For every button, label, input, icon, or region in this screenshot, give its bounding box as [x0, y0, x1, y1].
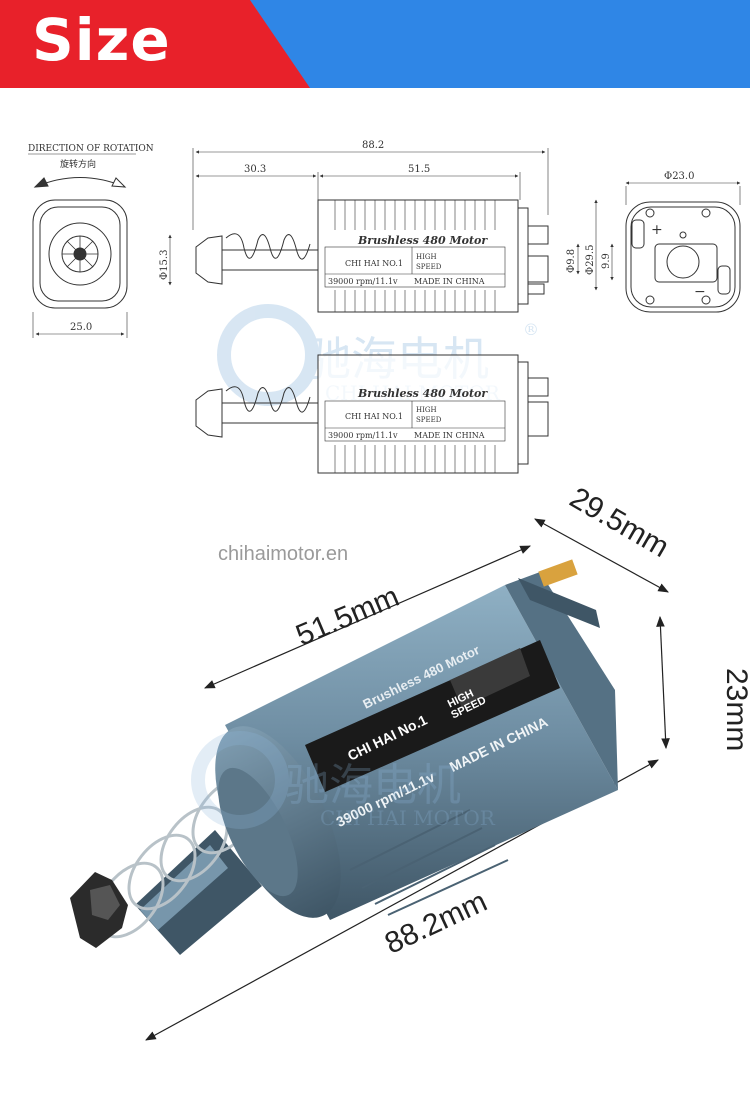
rotation-label: DIRECTION OF ROTATION [28, 144, 154, 154]
pinion-dia-dim: Φ9.8 [566, 249, 577, 273]
side-label-brand-top: Brushless 480 Motor [357, 234, 488, 247]
side-label-speed-bottom-1: HIGH [416, 406, 437, 414]
shaft-length-dim: 30.3 [244, 164, 266, 175]
photo-watermark-en: CHI HAI MOTOR [320, 806, 496, 830]
side-pinion-icon [195, 235, 223, 285]
overall-length-dim: 88.2 [362, 140, 384, 151]
photo-terminal-icon [538, 559, 578, 587]
side-body-top [317, 199, 519, 313]
photo-watermark: 驰海电机 CHI HAI MOTOR [191, 731, 496, 830]
side-label-speed-top-1: HIGH [416, 253, 437, 261]
rear-dia-dim: Φ23.0 [664, 171, 694, 182]
side-label-speed-bottom-2: SPEED [416, 416, 442, 424]
dim-arrow-height [656, 615, 670, 750]
side-label-origin-top: MADE IN CHINA [414, 277, 485, 286]
side-label-model-top: CHI HAI NO.1 [345, 259, 403, 268]
banner-title: Size [32, 6, 171, 74]
watermark-reg: ® [523, 320, 539, 339]
motor-photo: chihaimotor.en 51.5mm 29.5mm 23mm 88.2mm [70, 481, 750, 1041]
photo-pinion-icon [70, 872, 128, 948]
rear-plus-icon: + [651, 222, 663, 238]
side-label-brand-bottom: Brushless 480 Motor [357, 387, 488, 400]
side-label-speed-top-2: SPEED [416, 263, 442, 271]
dim-height-label: 23mm [720, 668, 750, 751]
side-body-bottom [317, 354, 519, 474]
side-label-model-bottom: CHI HAI NO.1 [345, 412, 403, 421]
front-view: DIRECTION OF ROTATION 旋转方向 25.0 [28, 144, 154, 338]
body-length-dim: 51.5 [408, 164, 430, 175]
banner-blue-panel [250, 0, 750, 88]
side-label-rpm-bottom: 39000 rpm/11.1v [328, 431, 398, 440]
photo-watermark-cn: 驰海电机 [285, 760, 461, 811]
dim-arrow-dia [534, 518, 669, 593]
dim-body-label: 51.5mm [291, 580, 404, 653]
shaft-dia-dim: Φ15.3 [159, 250, 170, 280]
dim-total-label: 88.2mm [380, 885, 492, 961]
front-housing-outline [32, 199, 128, 309]
side-pinion-2-icon [195, 388, 223, 438]
side-view-top: Brushless 480 Motor CHI HAI NO.1 HIGH SP… [195, 199, 549, 313]
photo-motor-body: Brushless 480 Motor CHI HAI No.1 HIGH SP… [215, 559, 618, 920]
rear-minus-icon: − [694, 284, 706, 300]
body-dia-dim: Φ29.5 [585, 245, 596, 275]
front-width-dim: 25.0 [70, 322, 92, 333]
rear-housing-outline [625, 201, 741, 313]
rotation-arrow-icon [34, 177, 126, 188]
side-label-origin-bottom: MADE IN CHINA [414, 431, 485, 440]
website-text: chihaimotor.en [218, 543, 348, 565]
side-label-rpm-top: 39000 rpm/11.1v [328, 277, 398, 286]
watermark-gear-icon [217, 304, 319, 406]
side-view-bottom: Brushless 480 Motor CHI HAI NO.1 HIGH SP… [195, 354, 549, 474]
rear-offset-dim: 9.9 [601, 253, 612, 269]
dim-dia-label: 29.5mm [564, 481, 674, 564]
dim-arrow-body [204, 545, 531, 689]
rotation-label-cn: 旋转方向 [60, 158, 96, 170]
rear-view: Φ23.0 + − 9.9 [601, 171, 741, 313]
side-dimensions: 88.2 30.3 51.5 Φ15.3 Φ9.8 Φ29.5 [159, 140, 598, 291]
header-banner: Size [0, 0, 750, 88]
